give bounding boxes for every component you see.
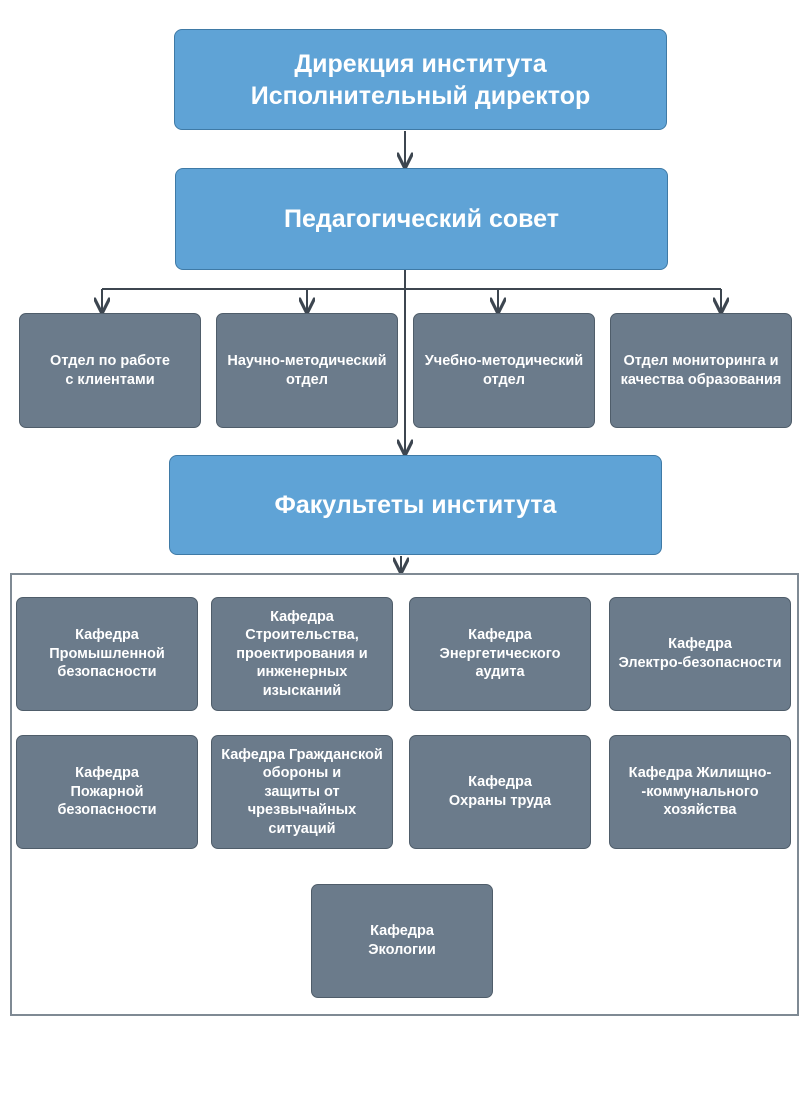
directorate-box: Дирекция института Исполнительный директ… [174,29,667,130]
faculties-box: Факультеты института [169,455,662,555]
department-label: Отдел по работе с клиентами [50,352,170,388]
directorate-label: Дирекция института Исполнительный директ… [250,49,591,110]
chair-box-industrial-safety: Кафедра Промышленной безопасности [16,597,198,711]
department-box-scientific-methodical: Научно-методический отдел [216,313,398,428]
chair-label: Кафедра Гражданской обороны и защиты от … [221,746,383,837]
department-box-educational-methodical: Учебно-методический отдел [413,313,595,428]
department-box-clients: Отдел по работе с клиентами [19,313,201,428]
faculties-label: Факультеты института [274,491,557,519]
chair-box-labor-protection: Кафедра Охраны труда [409,735,591,849]
chair-box-ecology: Кафедра Экологии [311,884,493,998]
chair-label: Кафедра Энергетического аудита [439,627,561,681]
chair-label: Кафедра Строительства, проектирования и … [236,608,368,699]
chair-box-energy-audit: Кафедра Энергетического аудита [409,597,591,711]
chair-label: Кафедра Экологии [368,923,436,958]
chair-box-electrical-safety: Кафедра Электро-безопасности [609,597,791,711]
department-label: Учебно-методический отдел [424,352,584,388]
department-label: Отдел мониторинга и качества образования [620,352,782,388]
chair-box-civil-defense: Кафедра Гражданской обороны и защиты от … [211,735,393,849]
department-box-monitoring: Отдел мониторинга и качества образования [610,313,792,428]
council-label: Педагогический совет [284,205,559,233]
department-label: Научно-методический отдел [227,352,387,388]
chair-label: Кафедра Промышленной безопасности [49,627,165,681]
chair-box-housing-utilities: Кафедра Жилищно- -коммунального хозяйств… [609,735,791,849]
chair-box-construction: Кафедра Строительства, проектирования и … [211,597,393,711]
chair-label: Кафедра Жилищно- -коммунального хозяйств… [628,765,772,819]
pedagogical-council-box: Педагогический совет [175,168,668,270]
chair-label: Кафедра Электро-безопасности [618,636,782,671]
chair-label: Кафедра Пожарной безопасности [57,765,157,819]
chair-box-fire-safety: Кафедра Пожарной безопасности [16,735,198,849]
chair-label: Кафедра Охраны труда [448,774,552,809]
